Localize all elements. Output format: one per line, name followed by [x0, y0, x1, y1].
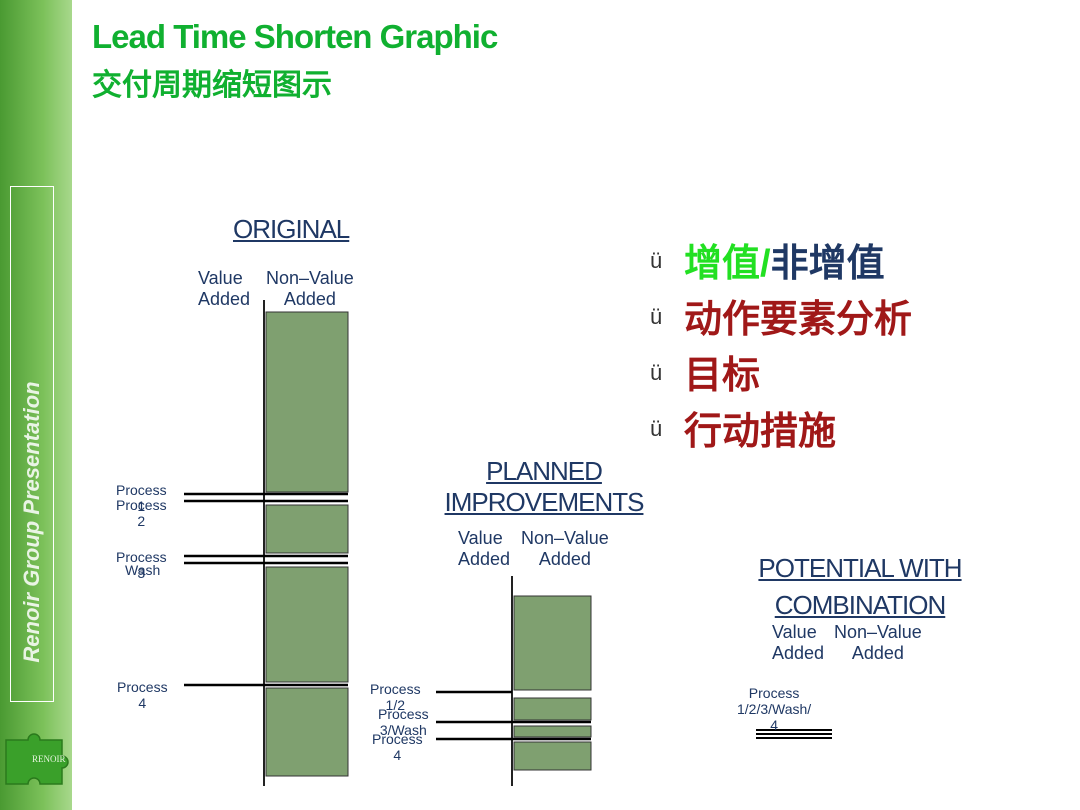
bullet-mark: ü: [650, 304, 663, 329]
page-subtitle: 交付周期缩短图示: [92, 69, 332, 102]
process-label: Wash: [125, 562, 160, 578]
planned-bar: [513, 595, 592, 691]
bullet-text-part: 目标: [684, 355, 761, 397]
original-bar: [265, 566, 349, 683]
bullet-item-value-added: 增值/非增值: [684, 232, 885, 287]
planned-bar: [513, 697, 592, 721]
bullet-item-target: 目标: [684, 344, 760, 399]
puzzle-logo-icon: RENOIR: [5, 733, 69, 785]
potential-title-line: COMBINATION: [774, 590, 947, 620]
bullet-text-part: 非增值: [770, 243, 885, 285]
bullet-mark: ü: [650, 360, 663, 385]
planned-title-line: IMPROVEMENTS: [444, 487, 645, 517]
original-bar: [265, 687, 349, 777]
original-bar: [265, 311, 349, 493]
bullet-text-part: 动作要素分析: [684, 299, 913, 341]
planned-title-line: PLANNED: [486, 456, 603, 486]
process-label-text: Wash: [125, 562, 161, 578]
original-title: ORIGINAL: [233, 214, 350, 244]
planned-bar: [513, 741, 592, 771]
sidebar-band: Renoir Group Presentation: [0, 0, 72, 810]
bullet-item-motion-analysis: 动作要素分析: [684, 288, 912, 343]
bullet-text-part: 行动措施: [684, 411, 837, 453]
page-title: Lead Time Shorten Graphic: [92, 18, 498, 55]
bullet-mark: ü: [650, 248, 663, 273]
bullet-text-part: 增值/: [684, 243, 771, 285]
potential-title: POTENTIAL WITH COMBINATION: [730, 550, 990, 624]
bullet-mark: ü: [650, 416, 663, 441]
bullet-item-action: 行动措施: [684, 400, 836, 455]
sidebar-frame: [10, 186, 54, 702]
original-bar: [265, 504, 349, 554]
planned-bar: [513, 725, 592, 738]
potential-title-line: POTENTIAL WITH: [758, 553, 962, 583]
logo-text: RENOIR: [32, 754, 66, 764]
